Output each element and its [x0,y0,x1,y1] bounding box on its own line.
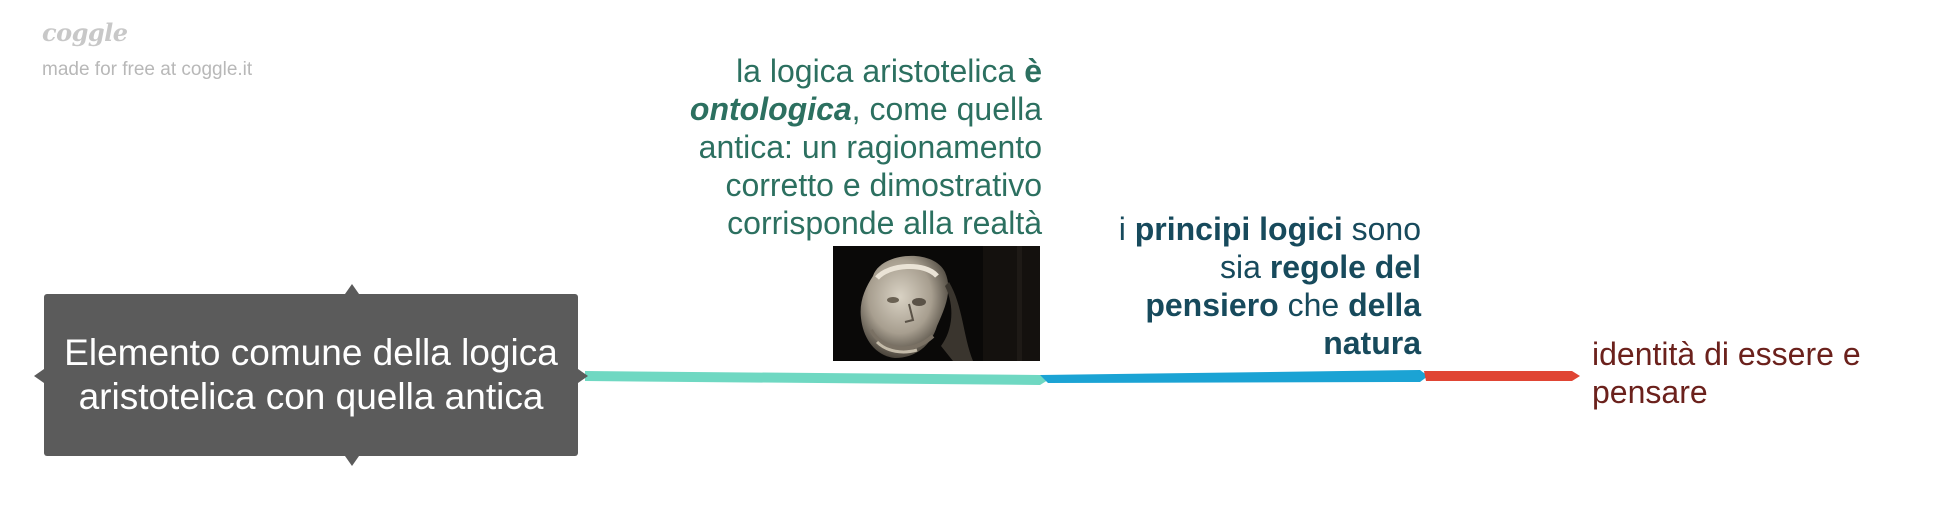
root-notch-right [578,369,588,383]
branch-2-text-part: che [1278,287,1349,323]
branch-1-node[interactable]: la logica aristotelica è ontologica, come… [640,52,1042,242]
root-notch-bottom [345,456,359,466]
coggle-logo: coggle [42,18,128,47]
branch-2-bold-text: della natura [1323,287,1421,361]
branch-2-text-part: sono sia [1220,211,1421,285]
branch-1-connector[interactable] [585,371,1048,385]
branch-2-text-part: i [1118,211,1135,247]
branch-1-text-part: , come quella antica: un ragionamento co… [698,91,1042,241]
branch-3-connector[interactable] [1424,371,1580,381]
branch-3-text: identità di essere e pensare [1592,336,1861,410]
coggle-branding: coggle made for free at coggle.it [42,18,252,81]
branch-2-bold-text: principi logici [1134,211,1343,247]
branch-1-text-part: la logica aristotelica [736,53,1025,89]
root-notch-top [345,284,359,294]
root-notch-left [34,369,44,383]
root-node-text: Elemento comune della logica aristotelic… [64,332,558,417]
branch-3-node[interactable]: identità di essere e pensare [1592,335,1912,411]
aristotle-bust-image [833,246,1040,361]
root-node[interactable]: Elemento comune della logica aristotelic… [34,284,588,466]
branch-2-bold-text: regole del pensiero [1145,249,1421,323]
branch-1-bold-italic-text: ontologica [689,91,852,127]
branch-2-connector[interactable] [1040,370,1428,383]
branch-2-node[interactable]: i principi logici sono sia regole del pe… [1090,210,1421,362]
branch-1-bold-text: è [1024,53,1042,89]
made-with-coggle-link[interactable]: made for free at coggle.it [42,59,253,80]
